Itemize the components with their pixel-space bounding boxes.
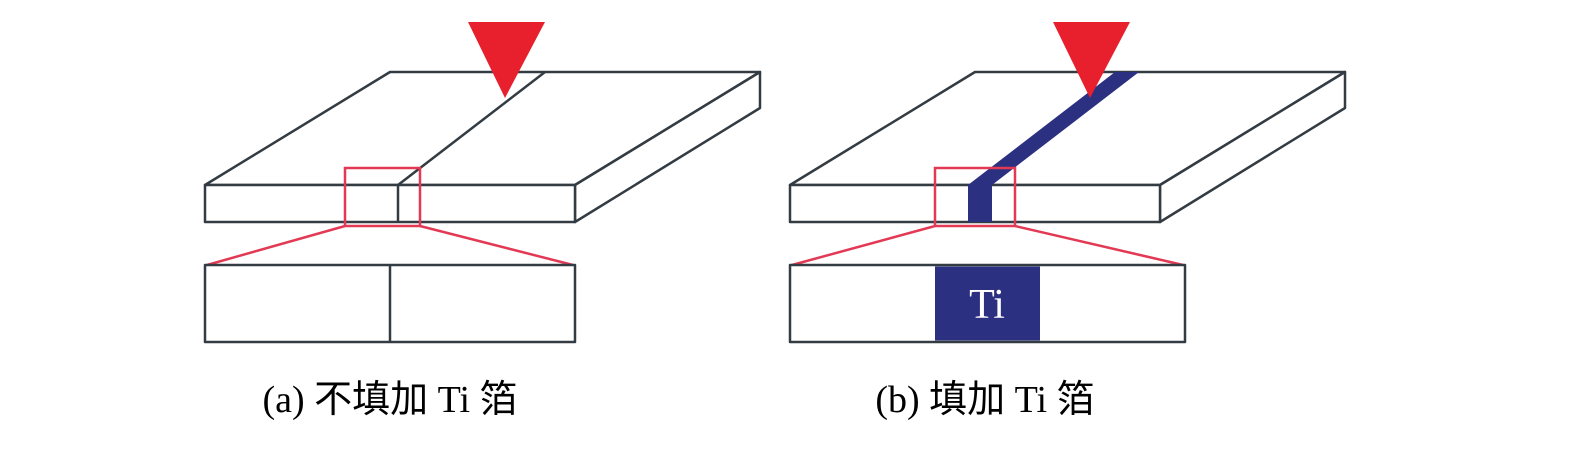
ti-foil-strip-front-b — [968, 185, 992, 222]
ti-foil-band-b — [935, 266, 1040, 341]
panel-a: (a) 不填加 Ti 箔 — [203, 22, 762, 421]
laser-beam-icon — [468, 22, 545, 98]
plate-front-face-a — [203, 183, 577, 224]
caption-a: (a) 不填加 Ti 箔 — [262, 379, 517, 421]
weld-seam-top-a — [397, 71, 546, 186]
laser-beam-icon — [1053, 22, 1130, 98]
zoom-region-box-b — [933, 166, 1017, 228]
zoom-callout-line-left-b — [791, 224, 936, 267]
zoom-region-box-a — [343, 166, 422, 228]
caption-b: (b) 填加 Ti 箔 — [875, 379, 1094, 421]
ti-foil-label: Ti — [969, 282, 1005, 328]
zoom-callout-line-left-a — [206, 224, 346, 267]
panel-b: Ti (b) 填加 Ti 箔 — [788, 22, 1347, 421]
ti-foil-strip-top-b — [968, 72, 1139, 185]
zoom-callout-line-right-a — [419, 224, 574, 267]
zoom-callout-line-right-b — [1014, 224, 1184, 267]
